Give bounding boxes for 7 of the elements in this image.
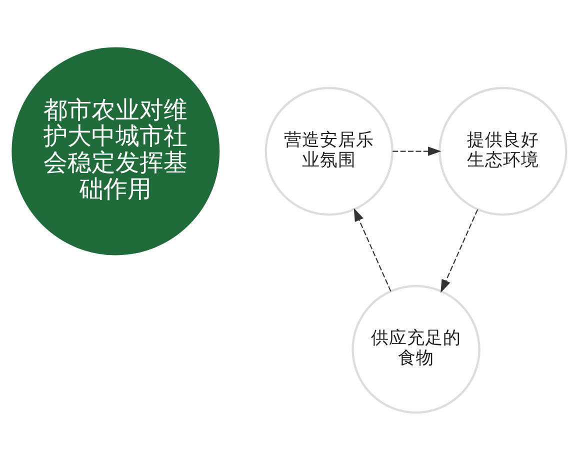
arrow	[354, 208, 392, 292]
node-circle: 都市农业对维护大中城市社会稳定发挥基础作用	[12, 46, 220, 255]
node-circle: 供应充足的食物	[352, 284, 480, 414]
arrow	[392, 146, 442, 156]
arrow	[440, 208, 478, 292]
node-circle: 营造安居乐业氛围	[264, 86, 394, 216]
node-circle: 提供良好生态环境	[438, 86, 568, 216]
